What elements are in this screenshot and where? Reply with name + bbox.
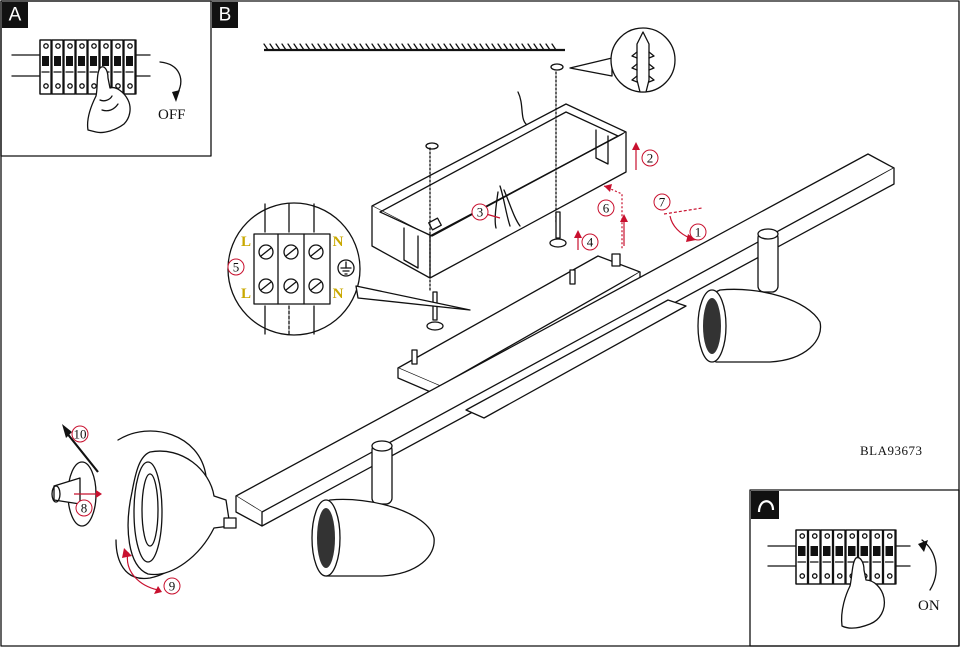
step-6: 6 xyxy=(597,199,615,217)
panel-power-on: ON xyxy=(749,489,960,647)
step-8: 8 xyxy=(75,499,93,517)
panel-a-badge xyxy=(2,2,28,28)
svg-text:9: 9 xyxy=(169,579,176,594)
panel-b-letter: B xyxy=(219,5,232,26)
step-2: 2 xyxy=(641,149,659,167)
model-code: BLA93673 xyxy=(860,443,923,458)
panel-on-badge xyxy=(751,491,779,519)
step-5: 5 xyxy=(227,258,245,276)
supply-cable xyxy=(517,91,527,125)
junction-box xyxy=(371,71,627,291)
svg-text:10: 10 xyxy=(74,427,87,442)
svg-text:6: 6 xyxy=(603,201,610,216)
spot-left xyxy=(311,440,435,577)
svg-text:2: 2 xyxy=(647,151,654,166)
bulb-icon xyxy=(127,450,237,576)
step-arrows xyxy=(485,142,703,250)
supply-wires xyxy=(494,185,521,229)
panel-a-frame xyxy=(0,0,212,157)
svg-text:5: 5 xyxy=(233,260,240,275)
terminal-letter-n-top: N xyxy=(333,234,344,250)
step-10: 10 xyxy=(71,425,89,443)
svg-text:8: 8 xyxy=(81,501,88,516)
earth-icon xyxy=(337,259,355,277)
hand-on-icon xyxy=(840,556,886,629)
panel-b-badge xyxy=(212,2,238,28)
terminal-callout: L N L N xyxy=(227,202,471,336)
step-badges: 1 2 3 4 5 6 7 8 9 10 xyxy=(71,149,707,595)
hand-finger-lines xyxy=(99,95,119,112)
svg-text:3: 3 xyxy=(477,205,484,220)
power-restore-icon xyxy=(757,500,775,513)
panel-a-letter: A xyxy=(9,5,22,26)
wall-plug-icon xyxy=(631,31,655,93)
step-1: 1 xyxy=(689,223,707,241)
circuit-breaker-icon xyxy=(11,39,151,95)
step-7: 7 xyxy=(653,193,671,211)
circuit-breaker-on-icon xyxy=(767,529,911,585)
light-bar xyxy=(235,153,895,527)
off-arrow-head xyxy=(172,90,180,102)
switch-on-label: ON xyxy=(918,598,940,614)
wall-plug-callout xyxy=(550,27,676,93)
terminal-letter-n-bottom: N xyxy=(333,286,344,302)
step-4: 4 xyxy=(581,233,599,251)
step-3: 3 xyxy=(471,203,489,221)
svg-text:7: 7 xyxy=(659,195,666,210)
terminal-letter-l-bottom: L xyxy=(241,286,251,302)
ceiling xyxy=(263,43,565,52)
panel-on-frame xyxy=(749,489,960,647)
spot-right xyxy=(697,228,822,363)
panel-b: B xyxy=(51,2,923,595)
on-arrow-head xyxy=(918,540,928,552)
step-9: 9 xyxy=(163,577,181,595)
panel-a: A OFF xyxy=(0,0,212,157)
svg-text:4: 4 xyxy=(587,235,594,250)
bulb-replacement xyxy=(51,424,237,594)
switch-off-label: OFF xyxy=(158,107,186,123)
svg-text:1: 1 xyxy=(695,225,702,240)
terminal-letter-l-top: L xyxy=(241,234,251,250)
